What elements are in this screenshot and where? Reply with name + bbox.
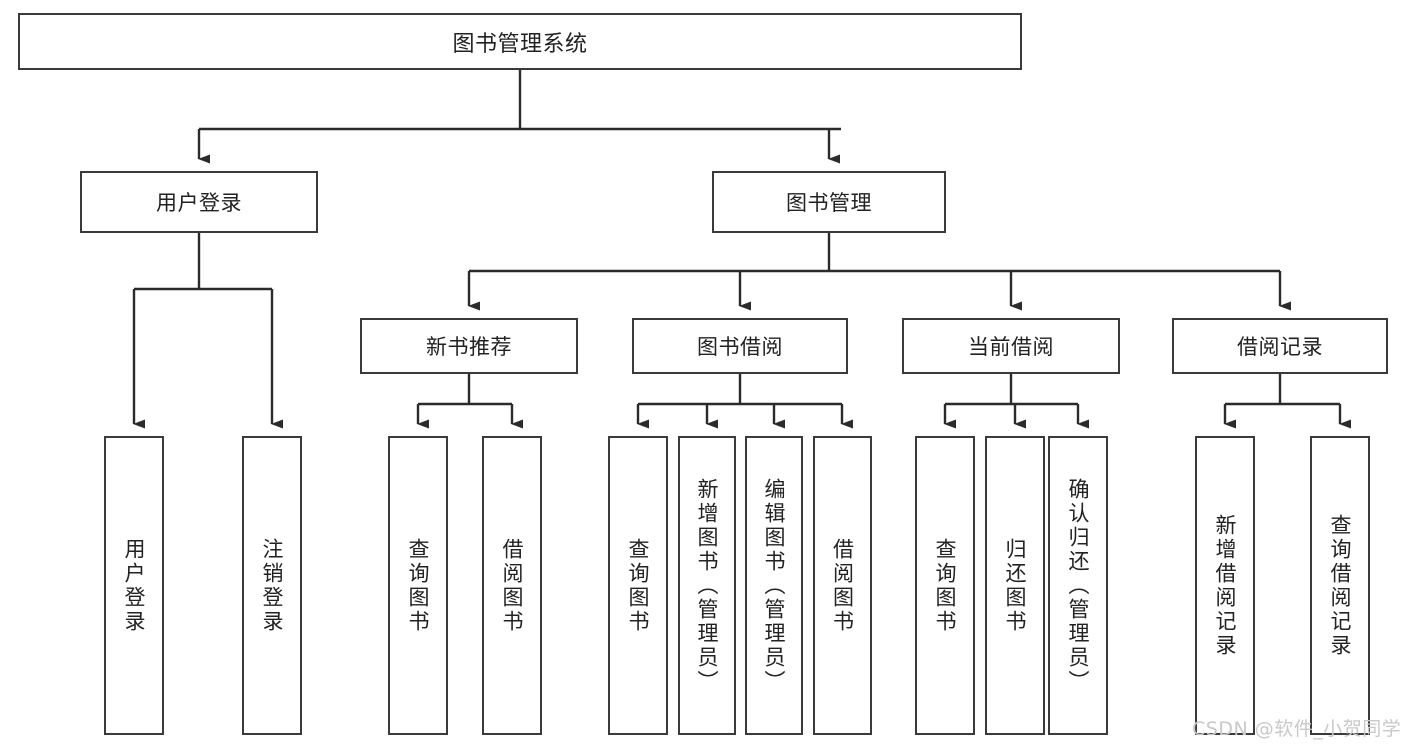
node-leaf-0[interactable]: 用户登录 (104, 436, 164, 735)
node-level1-0[interactable]: 用户登录 (80, 171, 318, 233)
connector-records-to-leaves (1223, 374, 1351, 429)
node-leaf-6[interactable]: 编辑图书（管理员） (745, 436, 803, 735)
connector-borrow-to-leaves (636, 374, 853, 429)
node-level2-2[interactable]: 当前借阅 (902, 318, 1120, 374)
node-level2-3[interactable]: 借阅记录 (1172, 318, 1388, 374)
node-leaf-11[interactable]: 新增借阅记录 (1195, 436, 1255, 735)
connector-root-to-level1 (197, 70, 841, 164)
node-level1-1[interactable]: 图书管理 (712, 171, 946, 233)
connector-user-login-to-leaves (132, 233, 283, 429)
node-leaf-7[interactable]: 借阅图书 (813, 436, 872, 735)
node-leaf-10[interactable]: 确认归还（管理员） (1048, 436, 1108, 735)
node-leaf-3[interactable]: 借阅图书 (482, 436, 542, 735)
node-leaf-4[interactable]: 查询图书 (608, 436, 668, 735)
node-level2-1[interactable]: 图书借阅 (632, 318, 848, 374)
connector-newbook-to-leaves (416, 374, 523, 429)
node-leaf-8[interactable]: 查询图书 (915, 436, 975, 735)
node-level2-0[interactable]: 新书推荐 (360, 318, 578, 374)
node-leaf-5[interactable]: 新增图书（管理员） (678, 436, 736, 735)
node-root-book-management-system[interactable]: 图书管理系统 (18, 13, 1022, 70)
connector-current-to-leaves (943, 374, 1089, 429)
node-leaf-2[interactable]: 查询图书 (388, 436, 448, 735)
node-leaf-9[interactable]: 归还图书 (985, 436, 1045, 735)
connector-book-mgmt-to-level2 (467, 233, 1291, 311)
node-leaf-12[interactable]: 查询借阅记录 (1310, 436, 1370, 735)
node-leaf-1[interactable]: 注销登录 (242, 436, 302, 735)
